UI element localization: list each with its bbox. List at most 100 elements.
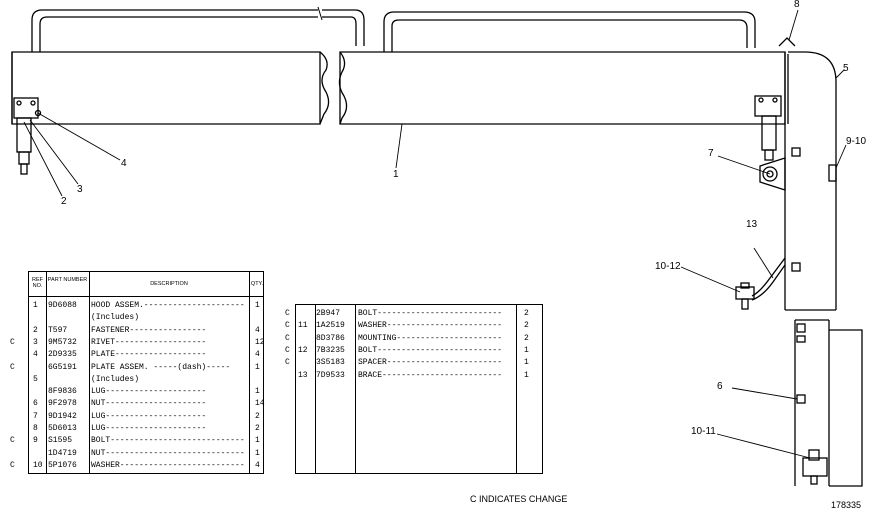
- quantity: 14: [255, 399, 265, 409]
- part-number: 9D6088: [48, 301, 77, 310]
- part-number: 3S5183: [316, 358, 345, 368]
- ref-number: 13: [298, 370, 308, 380]
- description: PLATE-------------------: [91, 350, 207, 360]
- description: PLATE ASSEM. -----(dash)-----: [91, 362, 231, 372]
- quantity: 1: [255, 387, 260, 397]
- quantity: 2: [524, 321, 529, 331]
- part-number: T597: [48, 325, 68, 335]
- description: LUG---------------------: [91, 387, 207, 397]
- quantity: 4: [255, 325, 260, 335]
- callout-9-10: 9-10: [846, 136, 867, 147]
- quantity: 1: [524, 358, 529, 368]
- part-number: 9F2978: [48, 399, 77, 409]
- header-qty: QTY.: [250, 281, 264, 287]
- table-row: 1 9D6088 HOOD ASSEM.--------------------- 1: [29, 300, 263, 311]
- right-fastener-group: [754, 95, 782, 161]
- change-flag: C: [10, 337, 15, 347]
- ref-number: 2: [33, 325, 38, 335]
- quantity: 1: [255, 448, 260, 458]
- table-header: REF NO. PART NUMBER DESCRIPTION QTY.: [29, 272, 263, 297]
- part-number: 2B947: [316, 309, 341, 318]
- table-row: 8F9836 LUG--------------------- 1: [29, 386, 263, 397]
- quantity: 2: [524, 309, 529, 318]
- description: BOLT--------------------------: [358, 345, 503, 355]
- callout-1: 1: [393, 169, 399, 180]
- callout-3: 3: [77, 184, 83, 195]
- callout-10-11: 10-11: [691, 426, 716, 437]
- ref-number: 8: [33, 424, 38, 433]
- callout-4: 4: [121, 158, 127, 169]
- quantity: 2: [255, 424, 260, 433]
- description: (Includes): [91, 374, 140, 384]
- change-note: C INDICATES CHANGE: [470, 494, 568, 504]
- quantity: 1: [255, 362, 260, 372]
- description: HOOD ASSEM.---------------------: [91, 301, 245, 310]
- lower-post: [794, 319, 863, 487]
- ref-number: 12: [298, 345, 308, 355]
- table-row: 7 9D1942 LUG--------------------- 2: [29, 411, 263, 422]
- callout-8: 8: [794, 0, 800, 10]
- callout-13: 13: [746, 219, 758, 230]
- description: RIVET-------------------: [91, 337, 207, 347]
- part-number: 5D6013: [48, 424, 77, 433]
- change-flag: C: [10, 436, 15, 446]
- ref-number: 7: [33, 411, 38, 421]
- leader-lines: [23, 9, 847, 459]
- quantity: 2: [524, 333, 529, 343]
- part-number: 1D4719: [48, 448, 77, 458]
- ref-number: 9: [33, 436, 38, 446]
- part-number: 9D1942: [48, 411, 77, 421]
- change-flag: C: [285, 321, 290, 331]
- table-row: 4 2D9335 PLATE------------------- 4: [29, 349, 263, 360]
- figure-number: 178335: [831, 500, 862, 510]
- quantity: 1: [255, 301, 260, 310]
- ref-number: 11: [298, 321, 308, 331]
- callout-6: 6: [717, 381, 723, 392]
- hood-handles: [31, 6, 756, 52]
- description: (Includes): [91, 313, 140, 323]
- header-description: DESCRIPTION: [150, 281, 188, 287]
- description: NUT-----------------------------: [91, 448, 245, 458]
- description: LUG---------------------: [91, 411, 207, 421]
- part-number: 5P1076: [48, 460, 77, 470]
- description: BRACE-------------------------: [358, 370, 503, 380]
- ref-number: 6: [33, 399, 38, 409]
- quantity: 1: [524, 345, 529, 355]
- quantity: 4: [255, 350, 260, 360]
- ref-number: 3: [33, 337, 38, 347]
- quantity: 4: [255, 460, 260, 470]
- hood-body: [11, 51, 786, 125]
- table-row: 1D4719 NUT----------------------------- 1: [29, 448, 263, 459]
- ref-number: 4: [33, 350, 38, 360]
- table-row: C 12 7B3235 BOLT-------------------------- 1: [285, 345, 542, 356]
- ref-number: 1: [33, 301, 38, 310]
- description: WASHER--------------------------: [91, 460, 245, 470]
- part-number: 8F9836: [48, 387, 77, 397]
- part-number: 7B3235: [316, 345, 345, 355]
- part-number: 9M5732: [48, 337, 77, 347]
- quantity: 1: [255, 436, 260, 446]
- change-flag: C: [285, 345, 290, 355]
- quantity: 2: [255, 411, 260, 421]
- part-number: 8D3786: [316, 333, 345, 343]
- callout-2: 2: [61, 196, 67, 207]
- callout-5: 5: [843, 63, 849, 74]
- quantity: 1: [524, 370, 529, 380]
- change-flag: C: [285, 358, 290, 368]
- change-flag: C: [10, 362, 15, 372]
- table-row: 6 9F2978 NUT--------------------- 14: [29, 398, 265, 409]
- part-number: 2D9335: [48, 350, 77, 360]
- description: NUT---------------------: [91, 399, 207, 409]
